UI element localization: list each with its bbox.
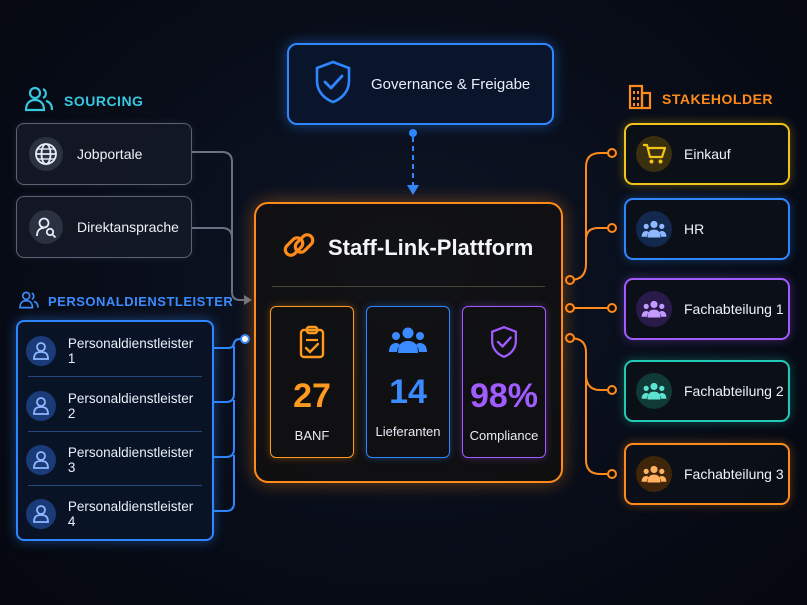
direktansprache-connector bbox=[192, 227, 233, 239]
connector-dot bbox=[565, 275, 575, 285]
list-item[interactable]: Personaldienstleister 3 bbox=[26, 433, 204, 487]
connector-dot bbox=[607, 385, 617, 395]
platform-title-text: Staff-Link-Plattform bbox=[328, 234, 534, 260]
list-item[interactable]: Personaldienstleister 1 bbox=[26, 324, 204, 378]
fachabteilung2-connector bbox=[569, 337, 612, 391]
list-item-label: Personaldienstleister 1 bbox=[67, 336, 194, 366]
users-icon bbox=[18, 291, 40, 312]
group-icon bbox=[388, 325, 428, 360]
stakeholder-label: Fachabteilung 1 bbox=[684, 301, 784, 317]
sourcing-section-title: SOURCING bbox=[24, 86, 143, 115]
connector-dot bbox=[565, 333, 575, 343]
person-icon bbox=[26, 445, 56, 475]
sourcing-item-label: Direktansprache bbox=[77, 219, 179, 235]
personaldienstleister-section-title: PERSONALDIENSTLEISTER bbox=[18, 291, 233, 312]
divider bbox=[28, 376, 202, 377]
stakeholder-einkauf[interactable]: Einkauf bbox=[624, 123, 790, 185]
users-icon bbox=[24, 86, 54, 115]
connector-dot bbox=[607, 303, 617, 313]
pd3-connector bbox=[214, 400, 235, 458]
connector-dot bbox=[607, 148, 617, 158]
person-icon bbox=[26, 336, 56, 366]
kpi-caption: Compliance bbox=[469, 428, 539, 443]
sourcing-arrow-head bbox=[244, 295, 252, 305]
personaldienstleister-title-text: PERSONALDIENSTLEISTER bbox=[48, 294, 234, 309]
governance-arrow-head bbox=[407, 185, 419, 195]
einkauf-connector bbox=[569, 152, 612, 281]
list-item[interactable]: Personaldienstleister 4 bbox=[26, 487, 204, 541]
platform-title: Staff-Link-Plattform bbox=[280, 226, 533, 269]
list-item-label: Personaldienstleister 2 bbox=[67, 391, 194, 421]
kpi-caption: Lieferanten bbox=[375, 424, 441, 439]
divider bbox=[272, 286, 545, 287]
kpi-banf[interactable]: 27 BANF bbox=[270, 306, 354, 458]
group-icon bbox=[636, 456, 672, 492]
link-icon bbox=[280, 226, 318, 269]
stakeholder-hr[interactable]: HR bbox=[624, 198, 790, 260]
kpi-value: 14 bbox=[389, 373, 427, 411]
kpi-lieferanten[interactable]: 14 Lieferanten bbox=[366, 306, 450, 458]
list-item-label: Personaldienstleister 4 bbox=[67, 499, 194, 529]
divider bbox=[28, 431, 202, 432]
connector-dot bbox=[607, 223, 617, 233]
connector-dot bbox=[565, 303, 575, 313]
group-icon bbox=[636, 211, 672, 247]
stakeholder-fachabteilung-1[interactable]: Fachabteilung 1 bbox=[624, 278, 790, 340]
list-item-label: Personaldienstleister 3 bbox=[67, 445, 194, 475]
sourcing-item-label: Jobportale bbox=[77, 146, 143, 162]
pd4-connector bbox=[214, 455, 235, 512]
building-icon bbox=[628, 84, 652, 113]
stakeholder-label: Fachabteilung 2 bbox=[684, 383, 784, 399]
kpi-compliance[interactable]: 98% Compliance bbox=[462, 306, 546, 458]
governance-connector-dot bbox=[409, 129, 417, 137]
pd1-connector bbox=[214, 338, 244, 349]
shield-check-icon bbox=[489, 325, 519, 364]
person-icon bbox=[26, 391, 56, 421]
group-icon bbox=[636, 291, 672, 327]
pd-connector-dot bbox=[240, 334, 250, 344]
sourcing-item-jobportale[interactable]: Jobportale bbox=[16, 123, 192, 185]
person-icon bbox=[26, 499, 56, 529]
stakeholder-label: HR bbox=[684, 221, 705, 237]
jobportale-connector bbox=[192, 151, 244, 301]
governance-box[interactable]: Governance & Freigabe bbox=[287, 43, 554, 125]
kpi-caption: BANF bbox=[294, 428, 330, 443]
stakeholder-label: Fachabteilung 3 bbox=[684, 466, 784, 482]
sourcing-title-text: SOURCING bbox=[64, 92, 144, 109]
platform-panel: Staff-Link-Plattform 27 BANF 14 Lieferan… bbox=[254, 202, 563, 483]
pd2-connector bbox=[214, 346, 235, 403]
kpi-value: 98% bbox=[469, 377, 539, 415]
sourcing-item-direktansprache[interactable]: Direktansprache bbox=[16, 196, 192, 258]
governance-label: Governance & Freigabe bbox=[371, 75, 531, 93]
person-search-icon bbox=[29, 210, 63, 244]
fachabteilung3-connector bbox=[585, 374, 612, 475]
hr-connector bbox=[585, 227, 612, 241]
stakeholder-fachabteilung-2[interactable]: Fachabteilung 2 bbox=[624, 360, 790, 422]
cart-icon bbox=[636, 136, 672, 172]
clipboard-check-icon bbox=[298, 325, 326, 364]
stakeholder-title-text: STAKEHOLDER bbox=[662, 90, 774, 107]
kpi-value: 27 bbox=[293, 377, 331, 415]
stakeholder-section-title: STAKEHOLDER bbox=[628, 84, 773, 113]
stakeholder-label: Einkauf bbox=[684, 146, 731, 162]
list-item[interactable]: Personaldienstleister 2 bbox=[26, 379, 204, 433]
group-icon bbox=[636, 373, 672, 409]
connector-dot bbox=[607, 469, 617, 479]
stakeholder-fachabteilung-3[interactable]: Fachabteilung 3 bbox=[624, 443, 790, 505]
globe-icon bbox=[29, 137, 63, 171]
personaldienstleister-panel: Personaldienstleister 1 Personaldienstle… bbox=[16, 320, 214, 541]
divider bbox=[28, 485, 202, 486]
shield-check-icon bbox=[313, 59, 353, 110]
